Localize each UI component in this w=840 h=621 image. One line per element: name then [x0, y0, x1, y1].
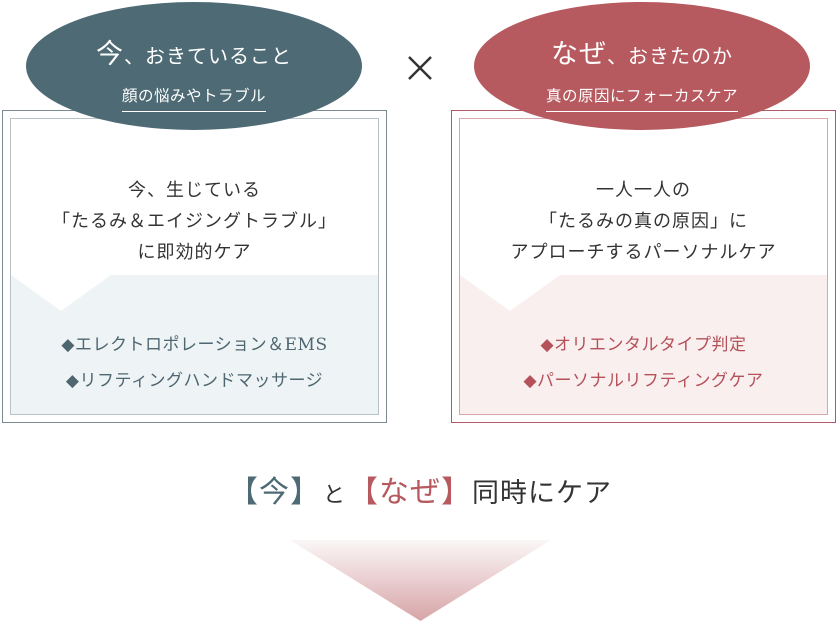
now-panel-description: 今、生じている 「たるみ＆エイジングトラブル」 に即効的ケア: [11, 175, 378, 268]
why-panel-inner: 一人一人の 「たるみの真の原因」に アプローチするパーソナルケア ◆オリエンタル…: [459, 118, 828, 415]
why-bullet-list: ◆オリエンタルタイプ判定 ◆パーソナルリフティングケア: [460, 327, 827, 399]
why-panel-notch: [460, 275, 560, 311]
why-line-1: 一人一人の: [596, 180, 691, 201]
now-line-3: に即効的ケア: [137, 242, 252, 263]
combined-care-heading: 【今】と【なぜ】同時にケア: [0, 467, 840, 511]
why-subtitle: 真の原因にフォーカスケア: [545, 84, 739, 112]
why-panel: 一人一人の 「たるみの真の原因」に アプローチするパーソナルケア ◆オリエンタル…: [451, 110, 836, 423]
why-header-badge: なぜ、おきたのか 真の原因にフォーカスケア: [474, 2, 810, 130]
now-title-main: 今: [96, 39, 124, 70]
multiply-icon: [408, 56, 432, 80]
now-line-1: 今、生じている: [128, 180, 261, 201]
heading-and: と: [322, 483, 346, 508]
down-arrow-icon: [290, 540, 551, 621]
why-panel-description: 一人一人の 「たるみの真の原因」に アプローチするパーソナルケア: [460, 175, 827, 268]
heading-now: 【今】: [227, 475, 321, 510]
heading-why: 【なぜ】: [348, 475, 472, 510]
why-bullet-1: ◆オリエンタルタイプ判定: [540, 335, 747, 355]
why-title-rest: 、おきたのか: [607, 44, 733, 68]
now-panel-inner: 今、生じている 「たるみ＆エイジングトラブル」 に即効的ケア ◆エレクトロポレー…: [10, 118, 379, 415]
now-bullet-2: ◆リフティングハンドマッサージ: [65, 371, 324, 391]
now-header-badge: 今、おきていること 顔の悩みやトラブル: [26, 2, 362, 130]
now-panel: 今、生じている 「たるみ＆エイジングトラブル」 に即効的ケア ◆エレクトロポレー…: [2, 110, 387, 423]
now-bullet-1: ◆エレクトロポレーション＆EMS: [61, 335, 328, 355]
why-line-2: 「たるみの真の原因」に: [539, 211, 748, 232]
now-title: 今、おきていること: [26, 32, 362, 71]
now-panel-notch: [11, 275, 111, 311]
now-subtitle: 顔の悩みやトラブル: [121, 84, 267, 112]
now-title-rest: 、おきていること: [124, 44, 292, 68]
why-title: なぜ、おきたのか: [474, 32, 810, 71]
why-bullet-2: ◆パーソナルリフティングケア: [523, 371, 764, 391]
now-line-2: 「たるみ＆エイジングトラブル」: [52, 211, 337, 232]
heading-rest: 同時にケア: [472, 478, 612, 509]
why-line-3: アプローチするパーソナルケア: [510, 242, 777, 263]
now-bullet-list: ◆エレクトロポレーション＆EMS ◆リフティングハンドマッサージ: [11, 327, 378, 399]
why-title-main: なぜ: [551, 39, 607, 70]
